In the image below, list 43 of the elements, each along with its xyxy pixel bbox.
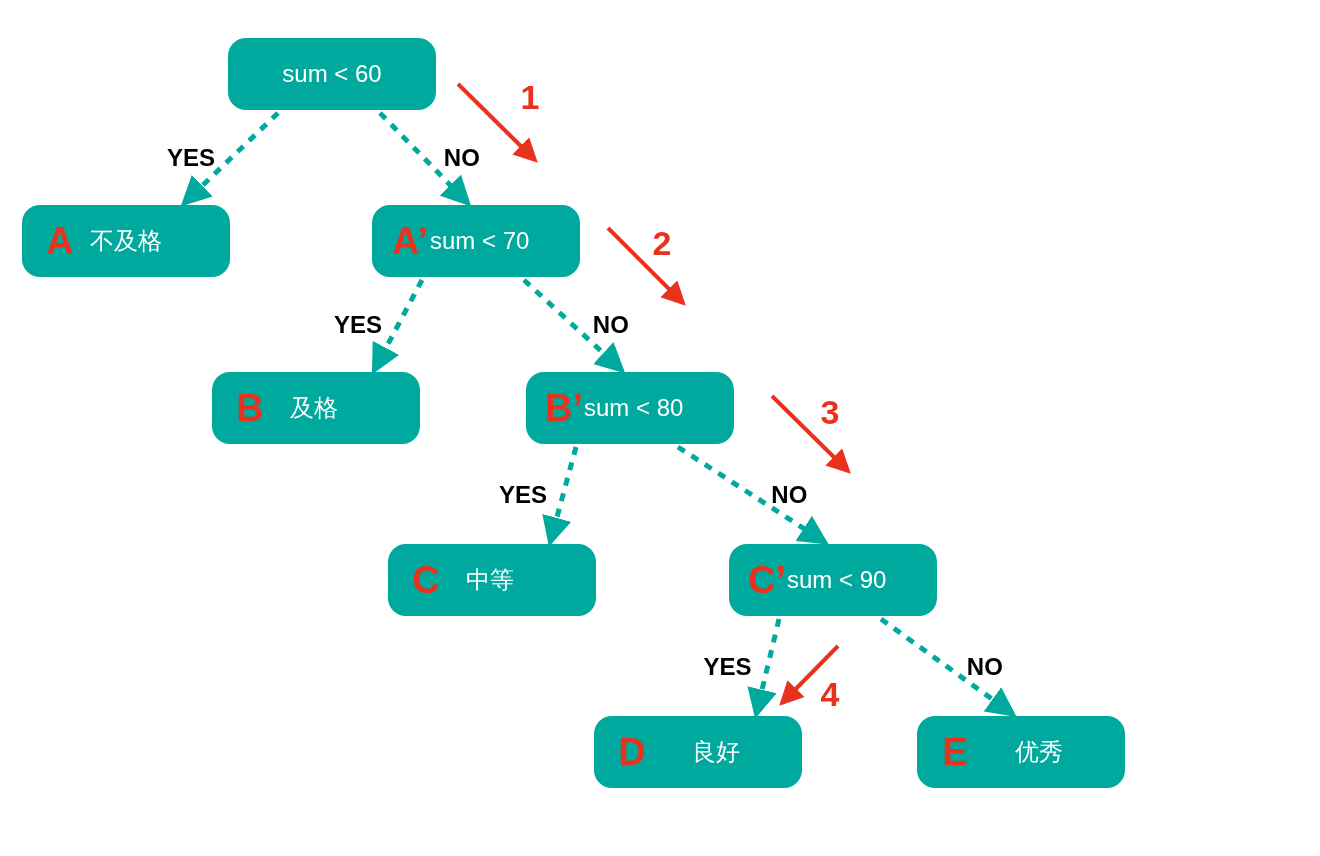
dashed-arrow xyxy=(676,444,829,545)
node-text: 不及格 xyxy=(90,229,162,253)
dashed-arrow xyxy=(180,111,280,207)
dashed-arrow xyxy=(378,111,472,207)
node-text: sum < 90 xyxy=(787,568,887,592)
edge-label: NO xyxy=(592,311,629,339)
edge-label: YES xyxy=(703,652,752,681)
rounded-box xyxy=(228,38,436,110)
dashed-arrow xyxy=(747,618,782,719)
dashed-arrow xyxy=(522,278,626,374)
rounded-box xyxy=(372,205,580,277)
edge-label: NO xyxy=(966,652,1003,681)
node-text: sum < 70 xyxy=(430,229,530,253)
node-letter: B xyxy=(235,389,265,427)
node-letter: C xyxy=(411,561,441,599)
dashed-arrow xyxy=(879,616,1017,717)
rounded-box xyxy=(388,544,596,616)
rounded-box xyxy=(526,372,734,444)
step-number: 1 xyxy=(520,77,540,117)
rounded-box xyxy=(594,716,802,788)
node-text: 及格 xyxy=(290,396,338,420)
rounded-box xyxy=(729,544,937,616)
step-number: 3 xyxy=(820,392,840,432)
condition-text: sum < 60 xyxy=(282,62,382,86)
node-letter: E xyxy=(941,733,969,771)
edge-label: NO xyxy=(443,144,480,172)
step-number: 2 xyxy=(652,223,672,263)
edge-label: YES xyxy=(334,311,383,339)
step-number: 4 xyxy=(820,674,840,714)
dashed-arrow xyxy=(371,278,425,375)
node-text: 优秀 xyxy=(1015,740,1063,764)
node-letter: A xyxy=(45,222,75,260)
dashed-arrow xyxy=(542,446,579,547)
rounded-box xyxy=(917,716,1125,788)
edge-label: YES xyxy=(499,480,548,509)
node-text: 良好 xyxy=(692,740,740,764)
rounded-box xyxy=(22,205,230,277)
node-text: sum < 80 xyxy=(584,396,684,420)
node-letter: D xyxy=(617,733,647,771)
edge-label: NO xyxy=(771,480,808,509)
edge-label: YES xyxy=(167,144,216,172)
rounded-box xyxy=(212,372,420,444)
node-text: 中等 xyxy=(466,568,514,592)
